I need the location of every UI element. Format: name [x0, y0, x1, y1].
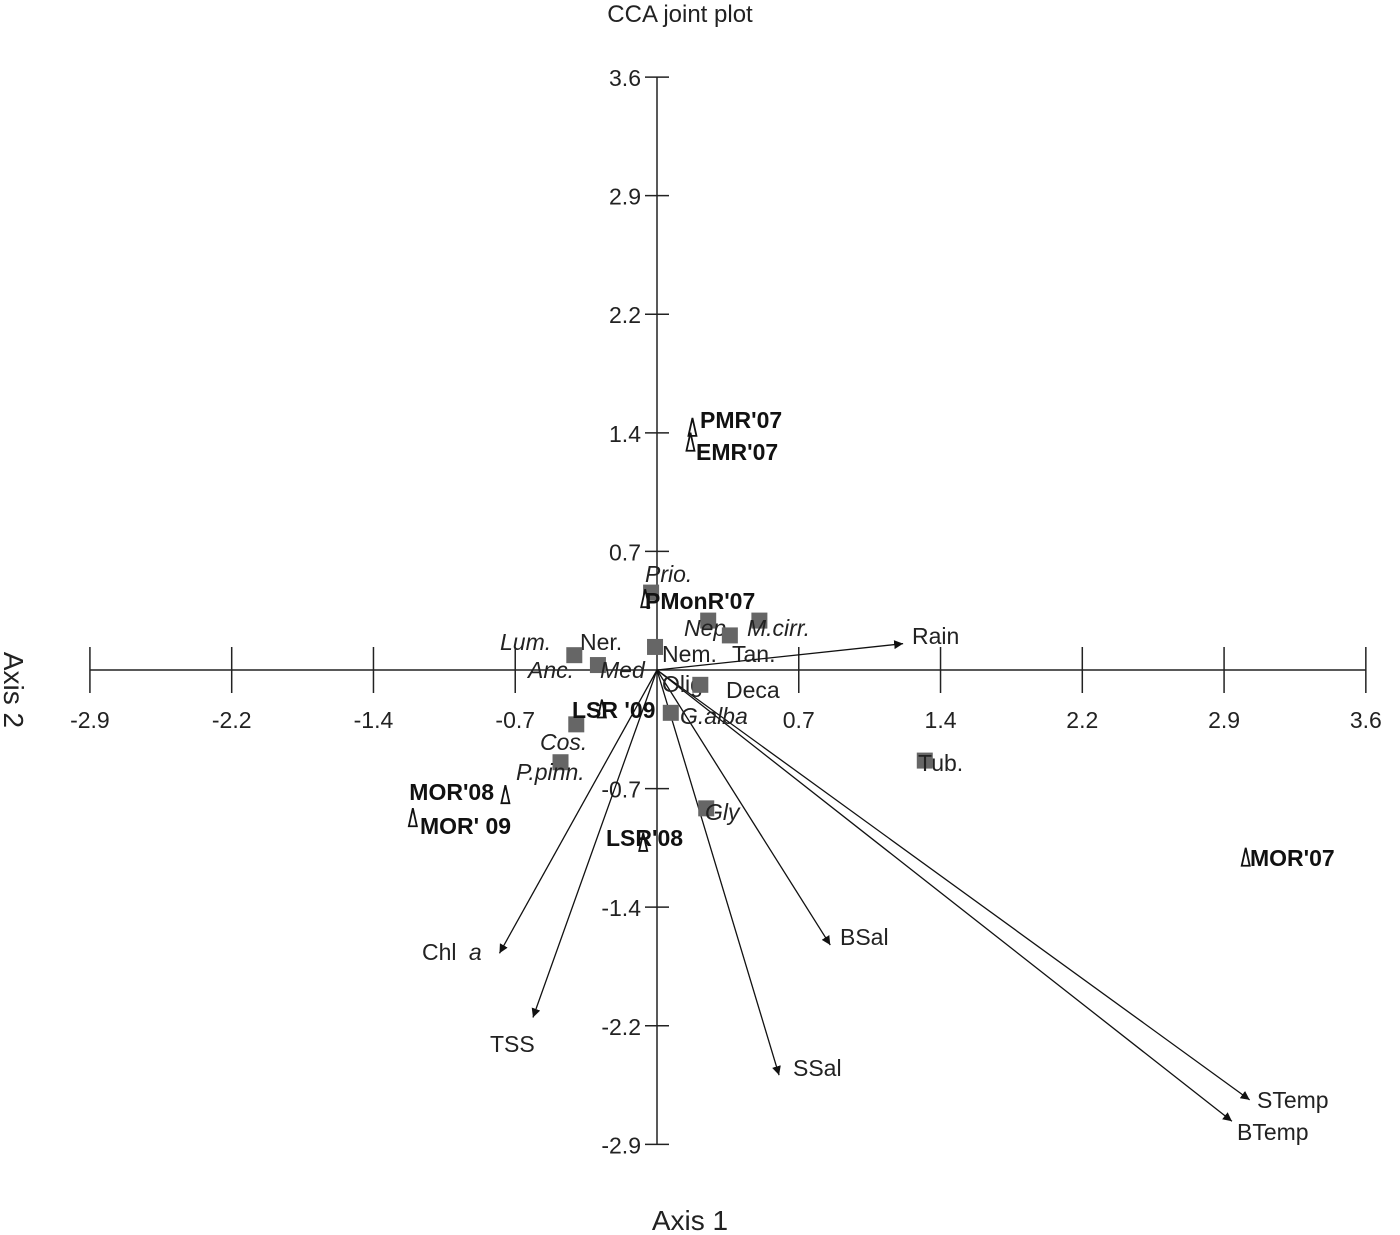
- x-axis-title: Axis 1: [652, 1205, 728, 1235]
- vector-arrow: [656, 640, 904, 671]
- species-marker: [568, 716, 585, 733]
- species-label: Nem.: [662, 641, 717, 667]
- site-label: MOR' 09: [420, 813, 511, 839]
- y-tick-label: -2.2: [601, 1014, 641, 1040]
- species-label: Tub.: [918, 750, 963, 776]
- vector-label: STemp: [1257, 1087, 1329, 1113]
- vector-arrow: [498, 669, 658, 954]
- vector-arrow: [656, 669, 1233, 1122]
- x-tick-label: 3.6: [1350, 707, 1382, 733]
- chart-title: CCA joint plot: [607, 1, 753, 28]
- site-label: MOR'07: [1250, 845, 1335, 871]
- x-tick-label: -0.7: [495, 707, 535, 733]
- x-tick-label: -1.4: [354, 707, 394, 733]
- site-label: MOR'08: [409, 779, 494, 805]
- site-triangle-marker: [685, 432, 696, 452]
- site-triangle-marker: [640, 588, 651, 609]
- vector-label: BSal: [840, 924, 889, 950]
- y-tick-label: 0.7: [609, 539, 641, 565]
- species-marker: [552, 754, 569, 771]
- species-label: P.pinn.: [516, 759, 585, 785]
- x-tick-label: 2.9: [1208, 707, 1240, 733]
- vector-arrow: [656, 669, 1251, 1101]
- species-marker: [647, 638, 664, 655]
- y-axis-title: Axis 2: [0, 652, 29, 728]
- vector-label: Rain: [912, 623, 959, 649]
- species-label: Lum.: [500, 629, 551, 655]
- y-tick-label: 3.6: [609, 65, 641, 91]
- site-label: PMonR'07: [645, 588, 755, 614]
- species-marker: [589, 657, 606, 674]
- vector-label: TSS: [490, 1031, 535, 1057]
- site-label: PMR'07: [700, 407, 782, 433]
- site-triangle-marker: [596, 699, 607, 719]
- vector-arrow: [656, 669, 831, 946]
- species-label: Ner.: [580, 629, 622, 655]
- y-tick-label: -2.9: [601, 1132, 641, 1158]
- vector-arrow: [531, 669, 658, 1018]
- vector-label: Chl a: [422, 939, 482, 965]
- species-label: M.cirr.: [747, 615, 810, 641]
- site-label: LSR'08: [606, 825, 683, 851]
- y-tick-label: 2.2: [609, 302, 641, 328]
- species-marker: [662, 704, 679, 721]
- x-tick-label: 2.2: [1066, 707, 1098, 733]
- species-label: Anc.: [526, 657, 574, 683]
- site-label: EMR'07: [696, 439, 778, 465]
- species-marker: [698, 800, 715, 817]
- x-tick-label: -2.2: [212, 707, 252, 733]
- y-tick-label: 2.9: [609, 184, 641, 210]
- species-marker: [721, 627, 738, 644]
- species-marker: [700, 612, 717, 629]
- species-label: Prio.: [645, 561, 692, 587]
- species-label: Deca: [726, 677, 780, 703]
- vector-label: BTemp: [1237, 1119, 1309, 1145]
- y-tick-label: -0.7: [601, 777, 641, 803]
- species-marker: [692, 676, 709, 693]
- species-label: Med: [600, 657, 646, 683]
- species-marker: [751, 612, 768, 629]
- species-label: Gly: [705, 799, 741, 825]
- x-tick-label: -2.9: [70, 707, 110, 733]
- y-tick-label: -1.4: [601, 895, 641, 921]
- species-label: Nep: [684, 615, 726, 641]
- vector-arrow: [656, 669, 781, 1076]
- species-label: Tan.: [732, 641, 775, 667]
- y-tick-label: 1.4: [609, 421, 641, 447]
- vector-label: SSal: [793, 1055, 842, 1081]
- site-label: LSR '09: [572, 697, 655, 723]
- x-tick-label: 0.7: [783, 707, 815, 733]
- site-triangle-marker: [407, 808, 418, 828]
- species-marker: [916, 752, 933, 769]
- species-label: Cos.: [540, 729, 587, 755]
- site-triangle-marker: [1240, 847, 1251, 867]
- x-tick-label: 1.4: [925, 707, 957, 733]
- site-triangle-marker: [500, 784, 511, 805]
- site-triangle-marker: [687, 417, 698, 437]
- site-triangle-marker: [638, 832, 649, 852]
- species-marker: [566, 647, 583, 664]
- species-label: G.alba: [680, 703, 748, 729]
